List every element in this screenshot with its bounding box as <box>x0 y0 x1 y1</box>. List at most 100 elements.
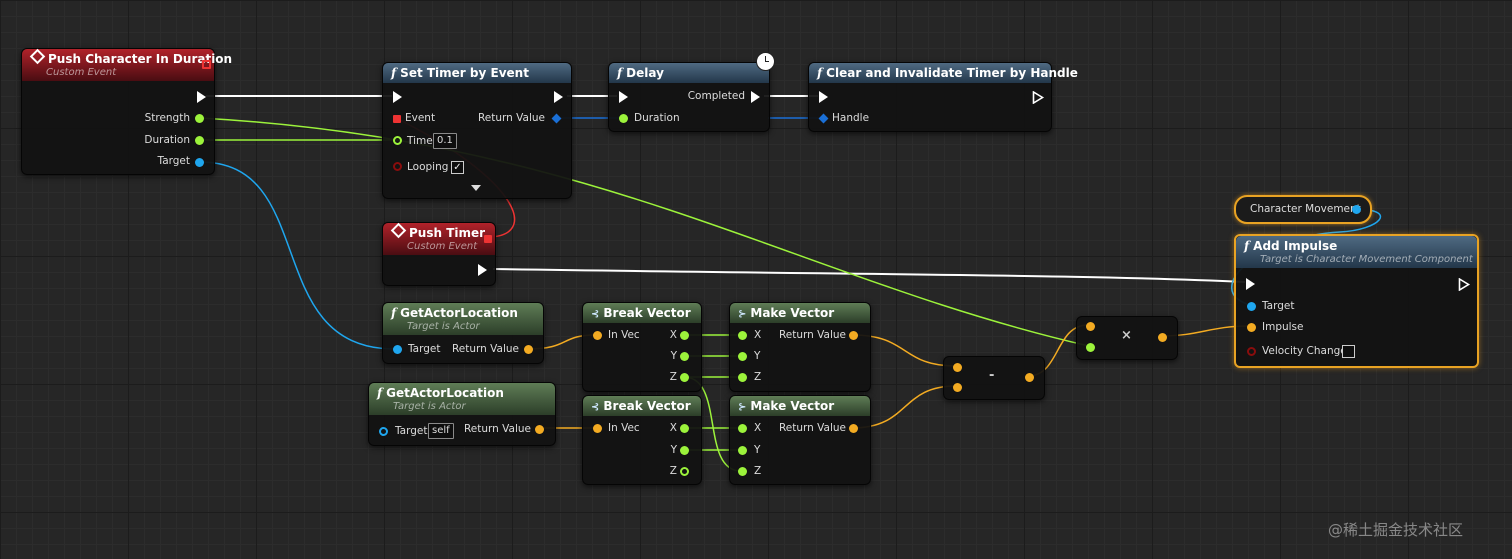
result-pin[interactable] <box>1158 333 1167 342</box>
return-value-pin[interactable] <box>535 425 544 434</box>
pin-label-y: Y <box>670 350 677 362</box>
time-input[interactable]: 0.1 <box>433 133 457 149</box>
exec-out-pin[interactable] <box>751 91 760 103</box>
pin-label-x: X <box>754 329 762 341</box>
z-pin[interactable] <box>680 373 689 382</box>
x-pin[interactable] <box>680 424 689 433</box>
pin-label-completed: Completed <box>687 90 745 102</box>
function-icon: f <box>391 306 397 320</box>
pin-label-time: Time <box>407 135 433 147</box>
node-subtitle: Custom Event <box>46 67 117 78</box>
delegate-pin[interactable] <box>202 60 211 69</box>
y-pin[interactable] <box>738 352 747 361</box>
exec-out-pin[interactable] <box>554 91 563 103</box>
y-pin[interactable] <box>680 352 689 361</box>
exec-in-pin[interactable] <box>1246 278 1255 290</box>
expand-arrow-icon[interactable] <box>471 185 481 191</box>
strength-pin[interactable] <box>195 114 204 123</box>
node-push-timer[interactable]: Push Timer Custom Event <box>382 222 496 286</box>
duration-pin[interactable] <box>195 136 204 145</box>
result-pin[interactable] <box>1025 373 1034 382</box>
node-break-vector-2[interactable]: ⊰Break Vector In Vec X Y Z <box>582 395 702 485</box>
in-vec-pin[interactable] <box>593 424 602 433</box>
pin-label-looping: Looping <box>407 161 449 173</box>
node-break-vector-1[interactable]: ⊰Break Vector In Vec X Y Z <box>582 302 702 392</box>
exec-in-pin[interactable] <box>819 91 828 103</box>
node-character-movement[interactable]: Character Movement <box>1234 195 1372 224</box>
pin-label-event: Event <box>405 112 436 124</box>
function-icon: f <box>817 66 823 80</box>
target-pin[interactable] <box>195 158 204 167</box>
impulse-pin[interactable] <box>1247 323 1256 332</box>
exec-out-pin[interactable] <box>478 264 487 276</box>
subtract-operator: - <box>989 368 995 383</box>
exec-in-pin[interactable] <box>619 91 628 103</box>
z-pin[interactable] <box>738 467 747 476</box>
node-push-character-in-duration[interactable]: Push Character In Duration Custom Event … <box>21 48 232 175</box>
node-title: GetActorLocation <box>400 306 518 320</box>
z-pin[interactable] <box>738 373 747 382</box>
exec-out-pin[interactable] <box>197 91 206 103</box>
handle-pin[interactable] <box>818 113 829 124</box>
x-pin[interactable] <box>738 331 747 340</box>
node-title: Delay <box>626 66 664 80</box>
exec-out-pin[interactable] <box>1032 91 1045 104</box>
event-pin[interactable] <box>393 115 401 123</box>
node-header: ⊰Break Vector <box>583 396 701 416</box>
node-subtract[interactable]: - <box>943 356 1045 400</box>
pin-label-strength: Strength <box>144 112 190 124</box>
return-value-pin[interactable] <box>849 424 858 433</box>
function-icon: f <box>1244 239 1250 253</box>
delegate-pin[interactable] <box>484 235 492 243</box>
pin-label-in-vec: In Vec <box>608 422 640 434</box>
character-movement-pin[interactable] <box>1352 205 1361 214</box>
x-pin[interactable] <box>738 424 747 433</box>
return-value-pin[interactable] <box>849 331 858 340</box>
target-pin[interactable] <box>379 427 388 436</box>
node-multiply[interactable]: × <box>1076 316 1178 360</box>
target-pin[interactable] <box>1247 302 1256 311</box>
pin-label-return-value: Return Value <box>778 422 846 434</box>
return-value-pin[interactable] <box>524 345 533 354</box>
make-vector-icon: ⊱ <box>738 309 747 320</box>
time-pin[interactable] <box>393 136 402 145</box>
pin-label-x: X <box>669 422 677 434</box>
x-pin[interactable] <box>680 331 689 340</box>
exec-in-pin[interactable] <box>393 91 402 103</box>
y-pin[interactable] <box>680 446 689 455</box>
target-self-input[interactable]: self <box>428 423 454 439</box>
a-pin[interactable] <box>1086 322 1095 331</box>
node-make-vector-2[interactable]: ⊱Make Vector X Y Z Return Value <box>729 395 871 485</box>
duration-pin[interactable] <box>619 114 628 123</box>
node-header: ⊱Make Vector <box>730 303 870 323</box>
velocity-change-pin[interactable] <box>1247 347 1256 356</box>
y-pin[interactable] <box>738 446 747 455</box>
b-pin[interactable] <box>1086 343 1095 352</box>
velocity-change-checkbox[interactable] <box>1342 345 1355 358</box>
node-make-vector-1[interactable]: ⊱Make Vector X Y Z Return Value <box>729 302 871 392</box>
looping-pin[interactable] <box>393 162 402 171</box>
pin-label-z: Z <box>754 465 762 477</box>
b-pin[interactable] <box>953 383 962 392</box>
z-pin[interactable] <box>680 467 689 476</box>
target-pin[interactable] <box>393 345 402 354</box>
looping-checkbox[interactable]: ✓ <box>451 161 464 174</box>
pin-label-y: Y <box>754 444 761 456</box>
a-pin[interactable] <box>953 363 962 372</box>
pin-label-velocity-change: Velocity Change <box>1262 345 1347 357</box>
node-title: Push Timer <box>409 226 486 240</box>
in-vec-pin[interactable] <box>593 331 602 340</box>
pin-label-return-value: Return Value <box>451 343 519 355</box>
exec-out-pin[interactable] <box>1458 278 1471 291</box>
return-value-pin[interactable] <box>551 113 562 124</box>
